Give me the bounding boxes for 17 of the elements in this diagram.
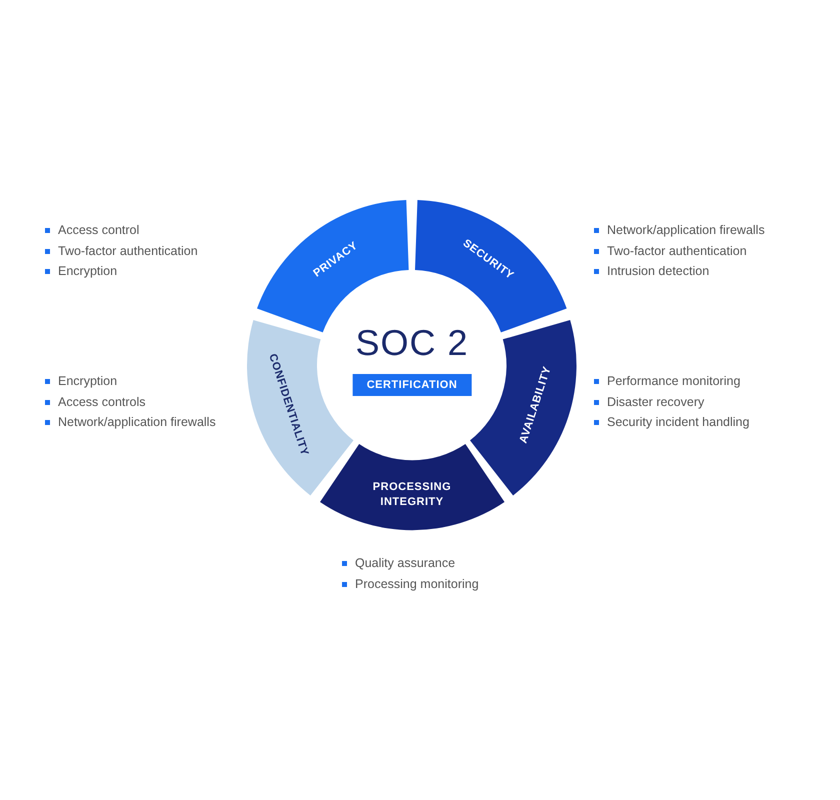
- bullet-item: Security incident handling: [594, 412, 750, 432]
- bullet-item: Quality assurance: [342, 553, 479, 574]
- bullet-item: Access control: [45, 220, 198, 240]
- bullet-item: Performance monitoring: [594, 371, 750, 392]
- bullet-item: Two-factor authentication: [594, 240, 765, 261]
- bullet-item: Processing monitoring: [342, 574, 479, 594]
- bullet-item: Disaster recovery: [594, 392, 750, 412]
- certification-banner: CERTIFICATION: [352, 374, 472, 396]
- bullet-item: Two-factor authentication: [45, 240, 198, 261]
- bullet-item: Encryption: [45, 261, 198, 282]
- segment-label: PROCESSING INTEGRITY: [372, 480, 452, 510]
- bullet-item: Intrusion detection: [594, 261, 765, 282]
- center-title: SOC 2: [355, 322, 469, 364]
- bullet-item: Access controls: [45, 392, 216, 412]
- bullet-item: Encryption: [45, 371, 216, 392]
- bullet-item: Network/application firewalls: [45, 412, 216, 432]
- bullet-item: Network/application firewalls: [594, 220, 765, 240]
